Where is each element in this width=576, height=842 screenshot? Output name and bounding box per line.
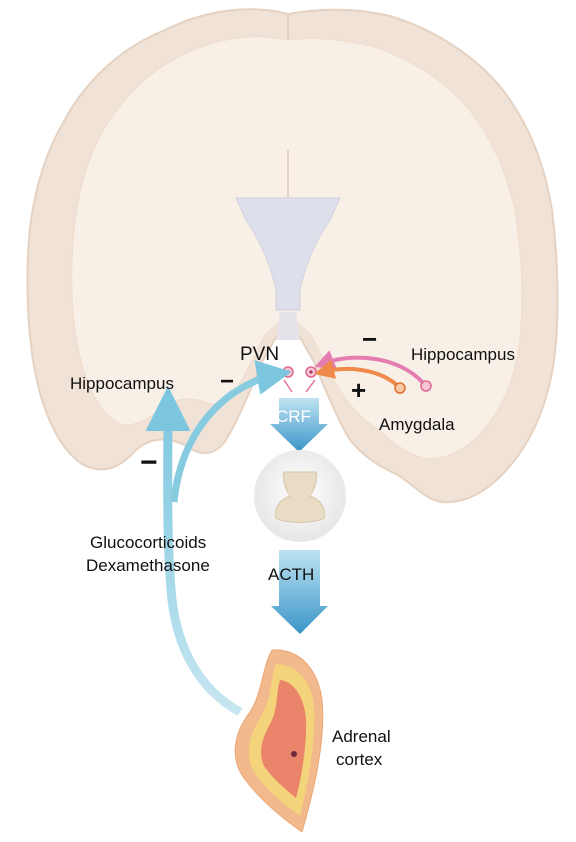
pvn-nucleus — [283, 367, 316, 392]
dexamethasone-label: Dexamethasone — [86, 556, 210, 575]
amygdala-neuron — [395, 383, 405, 393]
adrenal-vein — [291, 751, 297, 757]
amygdala-plus: + — [351, 375, 366, 405]
hippocampus-right-minus: − — [362, 324, 377, 354]
acth-arrow — [271, 550, 328, 634]
ventricle-lower — [276, 312, 300, 340]
glucocorticoids-label: Glucocorticoids — [90, 533, 206, 552]
adrenal-gland — [235, 650, 323, 832]
adrenal-label-line2: cortex — [336, 750, 383, 769]
crf-label: CRF — [276, 407, 311, 426]
adrenal-label-line1: Adrenal — [332, 727, 391, 746]
acth-label: ACTH — [268, 565, 314, 584]
hippocampus-left-minus: − — [220, 368, 234, 395]
hippocampus-left-label: Hippocampus — [70, 374, 174, 393]
hippocampus-right-label: Hippocampus — [411, 345, 515, 364]
feedback-minus: − — [140, 446, 158, 479]
hippocampus-right-neuron — [421, 381, 431, 391]
pvn-label: PVN — [240, 344, 279, 365]
amygdala-label: Amygdala — [379, 415, 455, 434]
pituitary-gland — [254, 450, 346, 542]
